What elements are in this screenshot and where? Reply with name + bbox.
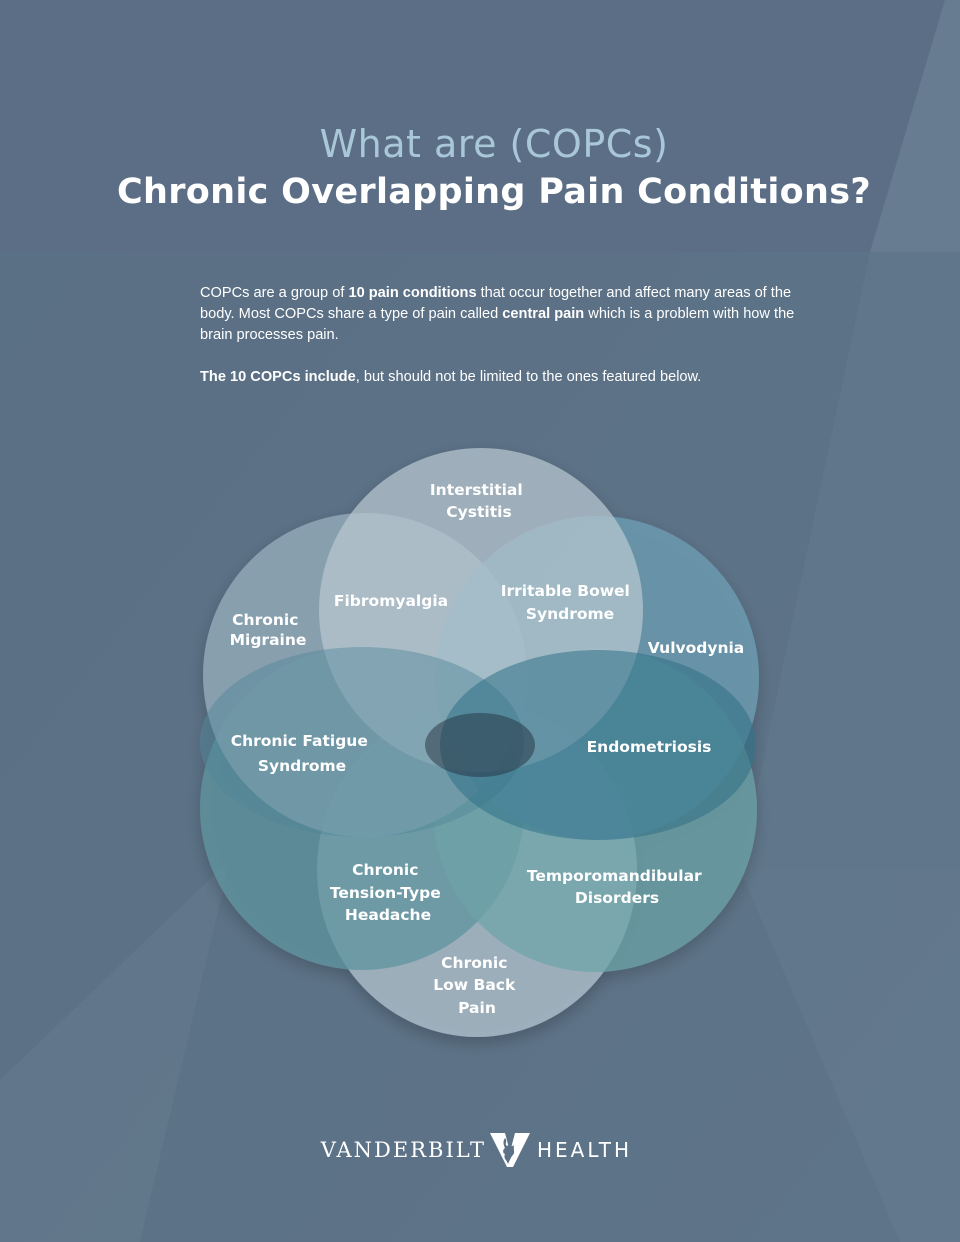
label-chronic-tension-type-headache: Chronic Tension-Type Headache	[330, 861, 446, 924]
label-chronic-fatigue-line-1: Chronic Fatigue	[231, 732, 368, 750]
label-interstitial-cystitis: Interstitial Cystitis	[430, 481, 528, 521]
label-vulvodynia: Vulvodynia	[648, 639, 745, 657]
intro-paragraph-2: The 10 COPCs include, but should not be …	[200, 367, 800, 388]
intro-p1-text-3: which is a problem with how the brain pr…	[200, 306, 795, 343]
label-tmd-line-1: Temporomandibular	[527, 867, 702, 885]
label-chronic-fatigue-line-2: Syndrome	[258, 757, 346, 775]
label-irritable-bowel-syndrome: Irritable Bowel Syndrome	[501, 582, 636, 623]
label-fibromyalgia-line-1: Fibromyalgia	[334, 592, 448, 610]
label-endometriosis: Endometriosis	[587, 738, 712, 756]
intro-p1-bold-1: 10 pain conditions	[348, 285, 477, 301]
circle-endometriosis	[440, 650, 756, 840]
label-temporomandibular-disorders: Temporomandibular Disorders	[527, 867, 707, 907]
label-tmd-line-2: Disorders	[575, 889, 659, 907]
center-overlap	[425, 713, 535, 777]
circle-chronic-fatigue	[200, 647, 524, 837]
label-tension-headache-line-2: Tension-Type	[330, 884, 441, 902]
label-low-back-line-1: Chronic	[441, 954, 507, 972]
intro-paragraph-1: COPCs are a group of 10 pain conditions …	[200, 283, 800, 346]
brand-name-health: HEALTH	[537, 1138, 633, 1162]
intro-p2-text: , but should not be limited to the ones …	[355, 369, 702, 385]
intro-p1-text-2: that occur together and affect many area…	[200, 285, 792, 322]
label-ibs-line-1: Irritable Bowel	[501, 582, 630, 600]
label-interstitial-cystitis-line-1: Interstitial	[430, 481, 523, 499]
intro-p2-bold: The 10 COPCs include	[200, 369, 356, 385]
label-chronic-migraine: Chronic Migraine	[230, 611, 307, 649]
intro-p1-bold-2: central pain	[502, 306, 585, 322]
label-fibromyalgia: Fibromyalgia	[334, 592, 448, 610]
label-chronic-migraine-line-2: Migraine	[230, 631, 307, 649]
title-line-1: What are (COPCs)	[319, 122, 669, 166]
label-low-back-line-3: Pain	[458, 999, 496, 1017]
label-low-back-line-2: Low Back	[433, 976, 516, 994]
label-chronic-migraine-line-1: Chronic	[232, 611, 298, 629]
label-interstitial-cystitis-line-2: Cystitis	[446, 503, 511, 521]
vanderbilt-v-oak-leaf-icon	[490, 1133, 530, 1167]
label-ibs-line-2: Syndrome	[526, 605, 614, 623]
brand-name-vanderbilt: VANDERBILT	[320, 1138, 486, 1162]
intro-text: COPCs are a group of 10 pain conditions …	[200, 283, 800, 388]
title-line-2: Chronic Overlapping Pain Conditions?	[117, 172, 871, 212]
label-endometriosis-line-1: Endometriosis	[587, 738, 712, 756]
label-chronic-fatigue-syndrome: Chronic Fatigue Syndrome	[231, 732, 374, 775]
label-tension-headache-line-1: Chronic	[352, 861, 418, 879]
label-tension-headache-line-3: Headache	[345, 906, 431, 924]
vanderbilt-health-logo: VANDERBILT HEALTH	[0, 1130, 960, 1170]
intro-p1-text-1: COPCs are a group of	[200, 285, 349, 301]
label-vulvodynia-line-1: Vulvodynia	[648, 639, 745, 657]
label-chronic-low-back-pain: Chronic Low Back Pain	[433, 954, 520, 1017]
